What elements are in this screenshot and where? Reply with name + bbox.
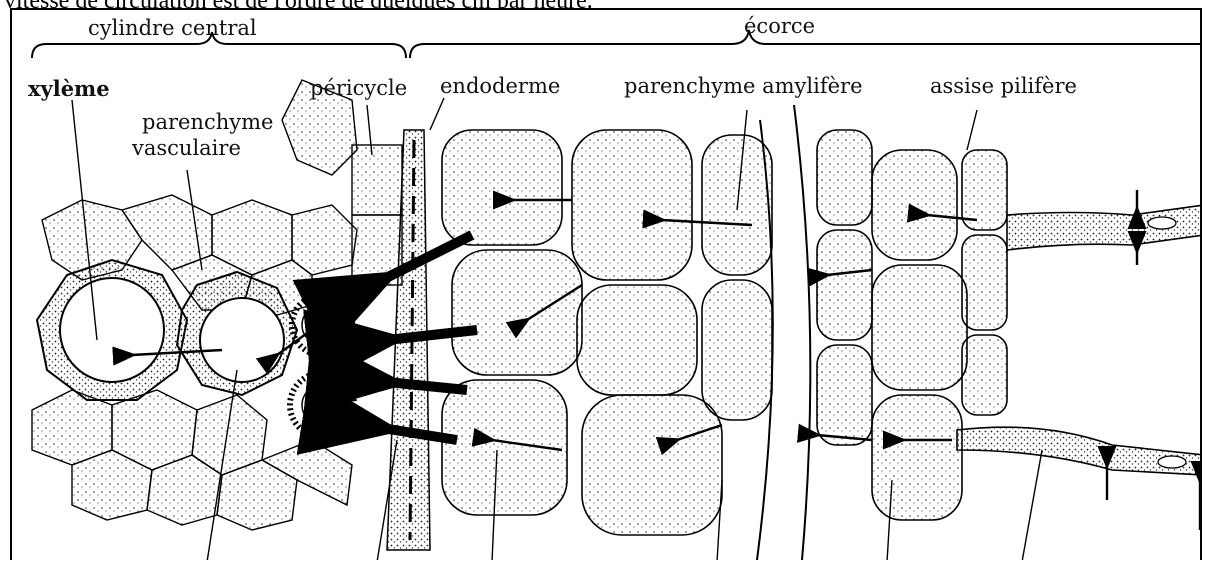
label-pericycle: péricycle (310, 78, 407, 99)
label-cylindre-central: cylindre central (88, 18, 257, 39)
label-parenchyme-amylifere: parenchyme amylifère (624, 76, 863, 97)
diagram-frame: cylindre central écorce xylème parenchym… (10, 8, 1202, 560)
label-ecorce: écorce (744, 16, 815, 37)
cortex-cells (442, 130, 1007, 535)
label-xyleme: xylème (28, 78, 110, 99)
label-endoderme: endoderme (440, 76, 560, 97)
label-parenchyme-vasculaire-line1: parenchyme (142, 112, 273, 133)
label-parenchyme-vasculaire-line2: vasculaire (132, 138, 241, 159)
label-assise-pilifere: assise pilifère (930, 76, 1077, 97)
